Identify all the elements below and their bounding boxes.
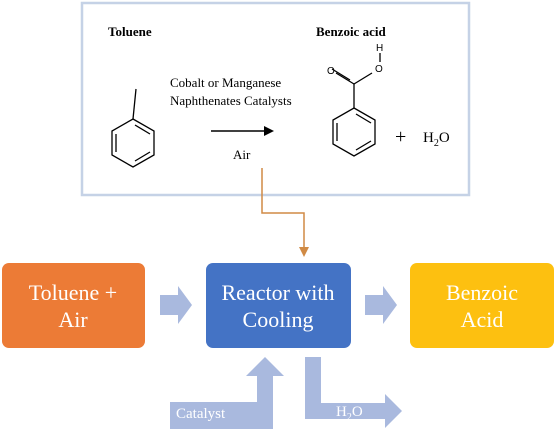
reaction-panel: [80, 1, 471, 197]
catalyst-feed-label: Catalyst: [176, 406, 226, 422]
flow-arrow-reactor-to-output: [365, 286, 397, 324]
hydroxyl-hydrogen-label: H: [376, 43, 383, 54]
water-out-label: H2O: [336, 404, 363, 423]
output-box-line-1: Benzoic: [446, 280, 518, 305]
carbonyl-oxygen-label: O: [327, 66, 335, 77]
toluene-structure: [111, 88, 155, 168]
benzoic-acid-structure: [331, 53, 381, 157]
hydroxyl-oxygen-label: O: [375, 64, 383, 75]
catalyst-line-1: Cobalt or Manganese: [170, 75, 281, 90]
catalyst-line-2: Naphthenates Catalysts: [170, 93, 292, 108]
output-box: [410, 263, 554, 348]
reactor-box: [206, 263, 351, 348]
reactor-box-line-1: Reactor with: [221, 280, 334, 305]
catalyst-feed-arrow: [170, 357, 284, 429]
water-out-arrow: [305, 357, 402, 428]
flow-arrow-input-to-reactor: [160, 286, 192, 324]
reaction-arrow: [211, 126, 274, 136]
plus-sign: +: [395, 126, 406, 148]
input-box: [2, 263, 145, 348]
output-box-line-2: Acid: [461, 307, 504, 332]
reactor-box-line-2: Cooling: [243, 307, 314, 332]
panel-connector-arrow: [261, 168, 309, 257]
water-product: H2O: [423, 130, 450, 149]
toluene-label: Toluene: [108, 24, 152, 39]
input-box-line-1: Toluene +: [29, 280, 117, 305]
air-condition-label: Air: [233, 147, 251, 162]
input-box-line-2: Air: [58, 307, 88, 332]
benzoic-acid-label: Benzoic acid: [316, 24, 386, 39]
